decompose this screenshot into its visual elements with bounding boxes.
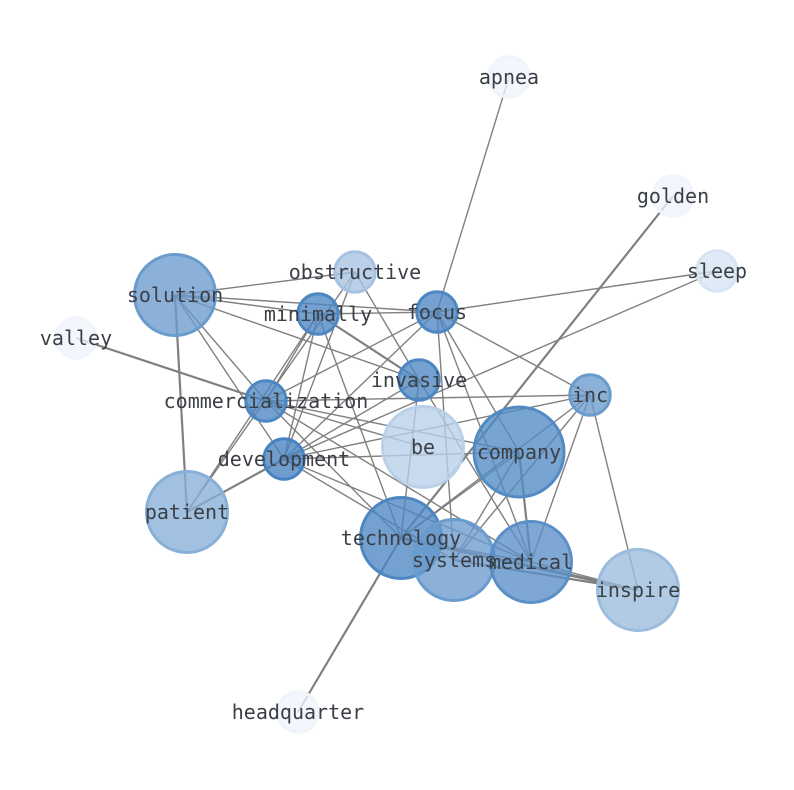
node-headquarter [276, 690, 320, 734]
node-label-be: be [411, 435, 435, 459]
edge-apnea-focus [436, 76, 510, 313]
node-label-inspire: inspire [596, 578, 680, 602]
node-label-sleep: sleep [687, 259, 747, 283]
node-label-apnea: apnea [479, 65, 539, 89]
node-label-inc: inc [572, 383, 608, 407]
node-label-patient: patient [145, 500, 229, 524]
edge-sleep-focus [436, 270, 718, 313]
labels-layer: apnea golden sleep obstructive solution minim… [40, 65, 747, 724]
node-valley [54, 316, 98, 360]
node-be [381, 405, 465, 489]
edge-focus-commercialization [265, 311, 438, 402]
node-medical [489, 520, 573, 604]
node-apnea [487, 55, 531, 99]
node-inspire [596, 548, 680, 632]
edge-minimally-development [283, 313, 319, 460]
node-label-development: development [218, 447, 350, 471]
node-label-minimally: minimally [264, 302, 372, 326]
edge-focus-inc [436, 311, 591, 396]
node-inc [568, 373, 612, 417]
node-label-company: company [477, 440, 561, 464]
node-label-headquarter: headquarter [232, 700, 364, 724]
node-label-commercialization: commercialization [164, 389, 369, 413]
edge-invasive-development [283, 379, 420, 460]
node-label-valley: valley [40, 326, 112, 350]
edge-obstructive-development [283, 271, 356, 460]
nodes-layer [54, 55, 739, 734]
node-label-medical: medical [489, 550, 573, 574]
edge-focus-development [283, 311, 438, 460]
node-patient [145, 470, 229, 554]
node-label-invasive: invasive [371, 368, 467, 392]
node-golden [651, 174, 695, 218]
node-focus [415, 290, 459, 334]
node-label-technology: technology [341, 526, 461, 550]
node-sleep [695, 249, 739, 293]
node-commercialization [244, 379, 288, 423]
node-label-solution: solution [127, 283, 223, 307]
node-label-focus: focus [407, 300, 467, 324]
node-obstructive [333, 250, 377, 294]
node-minimally [296, 292, 340, 336]
node-development [262, 437, 306, 481]
node-label-golden: golden [637, 184, 709, 208]
node-company [472, 405, 566, 499]
node-invasive [397, 358, 441, 402]
node-label-obstructive: obstructive [289, 260, 421, 284]
node-label-systems: systems [412, 548, 496, 572]
edge-valley-commercialization [75, 336, 267, 403]
edge-solution-invasive [174, 294, 420, 381]
node-solution [133, 253, 217, 337]
